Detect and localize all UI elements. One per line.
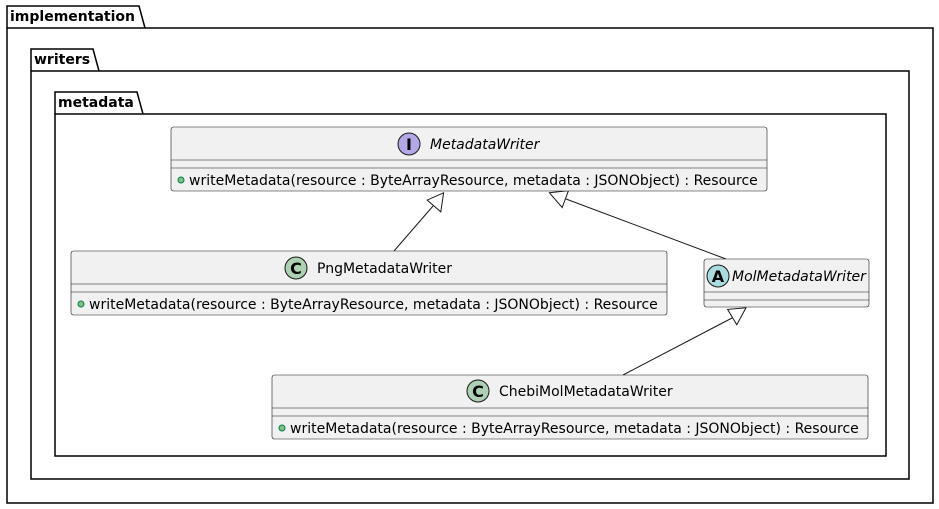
stereotype-letter: A bbox=[712, 267, 725, 286]
class-name: PngMetadataWriter bbox=[317, 261, 452, 277]
public-visibility-icon bbox=[278, 424, 286, 432]
package-frame bbox=[54, 113, 887, 457]
inheritance-line-png-to-metadatawriter bbox=[393, 205, 434, 252]
class-name: MetadataWriter bbox=[430, 137, 541, 153]
inheritance-arrowhead bbox=[726, 307, 747, 326]
stereotype-letter: C bbox=[290, 259, 302, 278]
package-frame bbox=[30, 70, 910, 480]
stereotype-letter: C bbox=[472, 382, 484, 401]
class-name: ChebiMolMetadataWriter bbox=[499, 384, 673, 400]
relations bbox=[393, 190, 747, 376]
interface-stereotype-icon bbox=[397, 132, 421, 156]
package-label-metadata: metadata bbox=[58, 95, 134, 111]
inheritance-arrowhead bbox=[548, 190, 570, 209]
stereotype-letter: I bbox=[406, 135, 412, 154]
method-signature: writeMetadata(resource : ByteArrayResour… bbox=[189, 173, 758, 189]
class-box bbox=[703, 258, 870, 308]
interface-metadatawriter[interactable]: I MetadataWriter writeMetadata(resource … bbox=[170, 126, 768, 192]
package-writers: writers bbox=[30, 48, 910, 480]
class-box bbox=[170, 126, 768, 192]
method-signature: writeMetadata(resource : ByteArrayResour… bbox=[89, 297, 658, 313]
public-visibility-icon bbox=[177, 176, 185, 184]
class-stereotype-icon bbox=[466, 379, 490, 403]
package-metadata: metadata bbox=[54, 91, 887, 457]
class-stereotype-icon bbox=[284, 256, 308, 280]
class-chebimolmetadatawriter[interactable]: C ChebiMolMetadataWriter writeMetadata(r… bbox=[271, 374, 869, 440]
public-visibility-icon bbox=[77, 300, 85, 308]
class-box bbox=[70, 250, 668, 316]
abstract-class-molmetadatawriter[interactable]: A MolMetadataWriter bbox=[703, 258, 870, 308]
class-box bbox=[271, 374, 869, 440]
inheritance-line-chebi-to-molmetadatawriter bbox=[622, 317, 733, 376]
inheritance-line-mol-to-metadatawriter bbox=[565, 198, 727, 260]
method-signature: writeMetadata(resource : ByteArrayResour… bbox=[290, 421, 859, 437]
abstract-stereotype-icon bbox=[706, 264, 730, 288]
class-name: MolMetadataWriter bbox=[732, 269, 867, 285]
package-tab bbox=[30, 48, 100, 72]
package-label-implementation: implementation bbox=[10, 9, 135, 25]
package-tab bbox=[54, 91, 144, 115]
package-tab bbox=[6, 5, 146, 29]
package-implementation: implementation bbox=[6, 5, 934, 504]
class-pngmetadatawriter[interactable]: C PngMetadataWriter writeMetadata(resour… bbox=[70, 250, 668, 316]
inheritance-arrowhead bbox=[426, 191, 445, 213]
package-label-writers: writers bbox=[34, 52, 90, 68]
package-frame bbox=[6, 27, 934, 504]
